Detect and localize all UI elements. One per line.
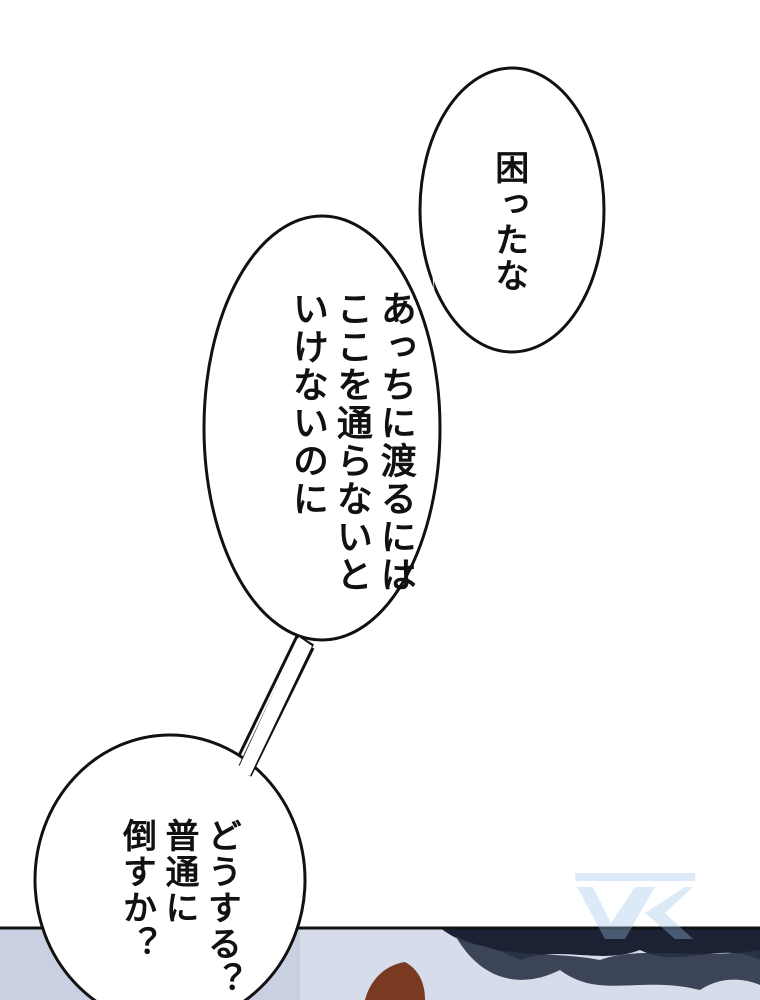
bubble-3-line-3: 倒すか？ <box>116 818 157 962</box>
bubble-2-text: あっちに渡るには ここを通らないと いけないのに <box>285 290 417 594</box>
bubble-2-line-2: ここを通らないと <box>330 290 372 594</box>
speech-bubble-2 <box>202 214 442 642</box>
vk-logo-icon <box>575 873 695 939</box>
speech-bubble-3 <box>33 733 307 1000</box>
bubble-3-text: どうする？ 普通に 倒すか？ <box>115 818 243 998</box>
bubble-2-line-1: あっちに渡るには <box>374 290 416 594</box>
bubble-1-line-1: 困ったな <box>488 150 529 294</box>
bubble-3-line-2: 普通に <box>159 818 199 926</box>
bubble-3-line-1: どうする？ <box>201 818 242 998</box>
bubble-2-line-3: いけないのに <box>286 290 328 518</box>
bubble-1-text: 困ったな <box>488 150 529 294</box>
speech-bubble-1 <box>418 66 606 354</box>
